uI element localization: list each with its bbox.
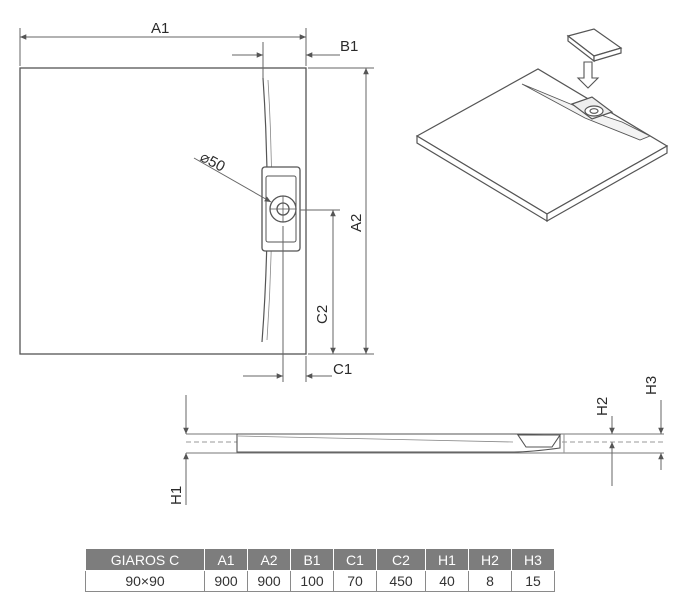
header-c2: C2 [376, 548, 426, 571]
top-view [19, 67, 307, 355]
spec-table-header: GIAROS C A1 A2 B1 C1 C2 H1 H2 H3 [85, 548, 555, 571]
spec-table-row: 90×90 900 900 100 70 450 40 8 15 [85, 570, 555, 592]
dim-h3-label: H3 [643, 376, 660, 395]
spec-table: GIAROS C A1 A2 B1 C1 C2 H1 H2 H3 90×90 9… [85, 548, 555, 592]
header-a2: A2 [247, 548, 291, 571]
cell-c2: 450 [376, 570, 426, 592]
tray-section [236, 433, 561, 453]
diameter-leader [193, 157, 272, 203]
header-c1: C1 [333, 548, 377, 571]
cell-h2: 8 [468, 570, 512, 592]
dim-c1 [243, 226, 332, 382]
header-b1: B1 [290, 548, 334, 571]
cell-a1: 900 [204, 570, 248, 592]
dim-c1-label: C1 [333, 361, 352, 378]
cell-c1: 70 [333, 570, 377, 592]
dim-b1 [232, 42, 340, 78]
dim-c2-label: C2 [314, 305, 331, 324]
tray-outline [19, 67, 307, 355]
header-h1: H1 [425, 548, 469, 571]
insert-arrow [576, 61, 600, 89]
side-view [186, 433, 664, 454]
tray-top [415, 68, 669, 215]
cell-a2: 900 [247, 570, 291, 592]
cell-h1: 40 [425, 570, 469, 592]
dim-c2 [300, 209, 340, 354]
dim-h1-label: H1 [168, 486, 185, 505]
section-drain [516, 434, 562, 448]
isometric-view [415, 28, 669, 223]
header-a1: A1 [204, 548, 248, 571]
header-h2: H2 [468, 548, 512, 571]
header-h3: H3 [511, 548, 555, 571]
dim-a2-label: A2 [348, 214, 365, 232]
cell-b1: 100 [290, 570, 334, 592]
dim-h2-label: H2 [594, 397, 611, 416]
dim-a1 [19, 28, 307, 66]
cell-h3: 15 [511, 570, 555, 592]
cell-model: 90×90 [85, 570, 205, 592]
dim-a2 [308, 67, 374, 355]
header-model: GIAROS C [85, 548, 205, 571]
dim-b1-label: B1 [340, 38, 358, 55]
dim-a1-label: A1 [151, 20, 169, 37]
